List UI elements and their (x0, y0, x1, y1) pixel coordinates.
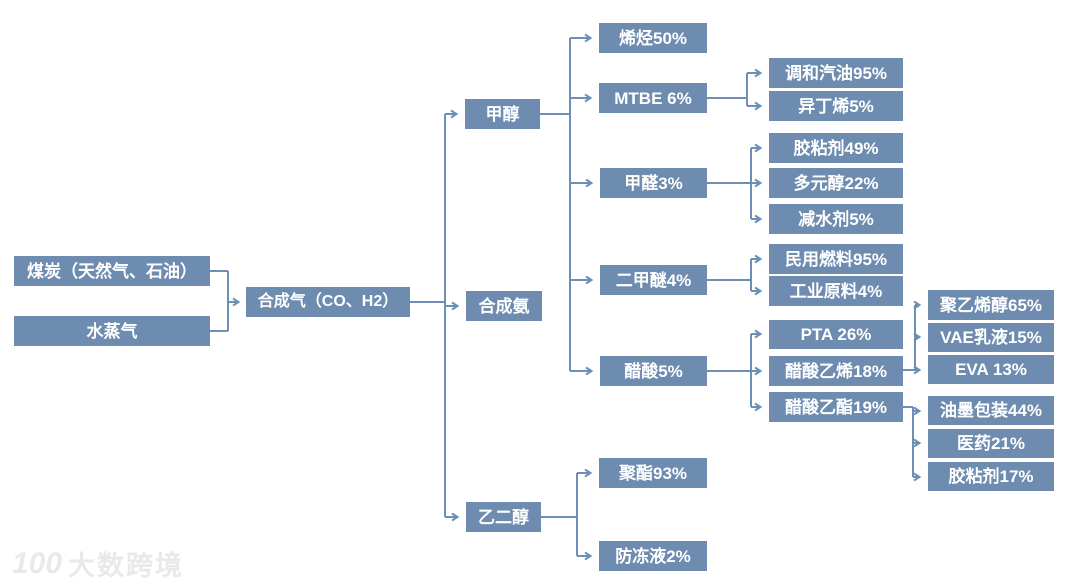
node-methanol: 甲醇 (465, 99, 540, 129)
node-ammonia: 合成氨 (466, 291, 542, 321)
node-isobutylene: 异丁烯5% (769, 91, 903, 121)
node-polyester: 聚酯93% (599, 458, 707, 488)
node-antifreeze: 防冻液2% (599, 541, 707, 571)
connector-dme-branches (707, 254, 763, 296)
watermark-text: 大数跨境 (68, 551, 185, 581)
node-mtbe: MTBE 6% (599, 83, 707, 113)
node-water-reducer: 减水剂5% (769, 204, 903, 234)
node-steam: 水蒸气 (14, 316, 210, 346)
node-coal: 煤炭（天然气、石油） (14, 256, 210, 286)
connector-vinyl-acetate-branches (903, 300, 922, 375)
node-polyol: 多元醇22% (769, 168, 903, 198)
node-vae: VAE乳液15% (928, 323, 1054, 352)
connector-formaldehyde-branches (707, 143, 763, 224)
node-pva: 聚乙烯醇65% (928, 290, 1054, 320)
node-pta: PTA 26% (769, 320, 903, 349)
node-blended-gasoline: 调和汽油95% (769, 58, 903, 88)
connector-acetic-branches (707, 329, 763, 412)
node-eva: EVA 13% (928, 355, 1054, 384)
node-adhesive-17: 胶粘剂17% (928, 462, 1054, 491)
node-ethyl-acetate: 醋酸乙酯19% (769, 392, 903, 422)
connector-source-to-syngas (210, 270, 241, 332)
node-vinyl-acetate: 醋酸乙烯18% (769, 356, 903, 386)
connector-ethyl-acetate-branches (903, 406, 922, 482)
connector-mtbe-branches (707, 68, 763, 111)
node-ink-packaging: 油墨包装44% (928, 396, 1054, 425)
connector-syngas-branches (410, 109, 460, 522)
node-olefin: 烯烃50% (599, 23, 707, 53)
node-medicine: 医药21% (928, 429, 1054, 458)
node-dme: 二甲醚4% (600, 265, 707, 295)
connector-meg-branches (541, 468, 593, 561)
watermark: 100 大数跨境 (12, 544, 184, 583)
connector-methanol-branches (540, 33, 594, 376)
node-syngas: 合成气（CO、H2） (246, 287, 410, 317)
node-civil-fuel: 民用燃料95% (769, 244, 903, 274)
node-formaldehyde: 甲醛3% (600, 168, 707, 198)
node-meg: 乙二醇 (466, 502, 541, 532)
watermark-logo-icon: 100 (12, 546, 63, 580)
node-adhesive-49: 胶粘剂49% (769, 133, 903, 163)
node-industrial-raw: 工业原料4% (769, 276, 903, 306)
node-acetic-acid: 醋酸5% (600, 356, 707, 386)
